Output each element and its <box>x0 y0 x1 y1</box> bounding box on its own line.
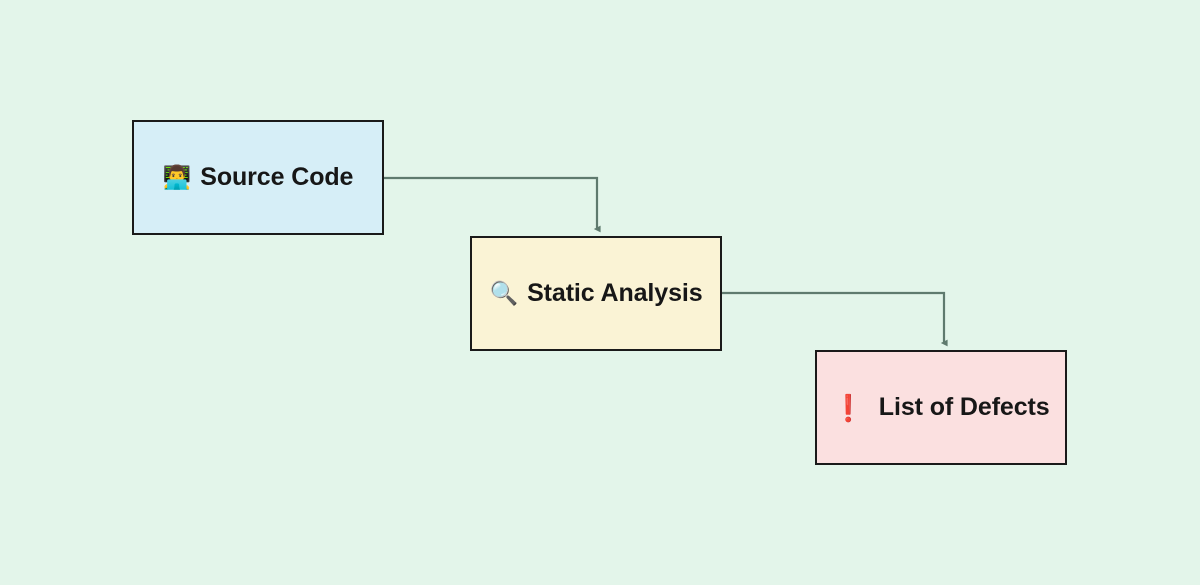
node-source-code[interactable]: 👨‍💻 Source Code <box>132 120 384 235</box>
node-static-analysis-content: 🔍 Static Analysis <box>489 281 702 306</box>
node-list-of-defects-label: List of Defects <box>878 393 1050 421</box>
node-source-code-label: Source Code <box>200 163 354 191</box>
node-list-of-defects[interactable]: ❗ List of Defects <box>815 350 1067 465</box>
person-at-laptop-icon: 👨‍💻 <box>162 164 192 190</box>
node-static-analysis[interactable]: 🔍 Static Analysis <box>470 236 722 351</box>
edge-source-to-static <box>384 176 601 233</box>
magnifying-glass-icon: 🔍 <box>489 280 519 306</box>
node-source-code-content: 👨‍💻 Source Code <box>163 165 354 190</box>
exclamation-mark-icon: ❗ <box>832 392 865 423</box>
edge-static-to-defects <box>722 291 948 347</box>
node-list-of-defects-content: ❗ List of Defects <box>832 395 1049 421</box>
node-static-analysis-label: Static Analysis <box>527 279 703 307</box>
